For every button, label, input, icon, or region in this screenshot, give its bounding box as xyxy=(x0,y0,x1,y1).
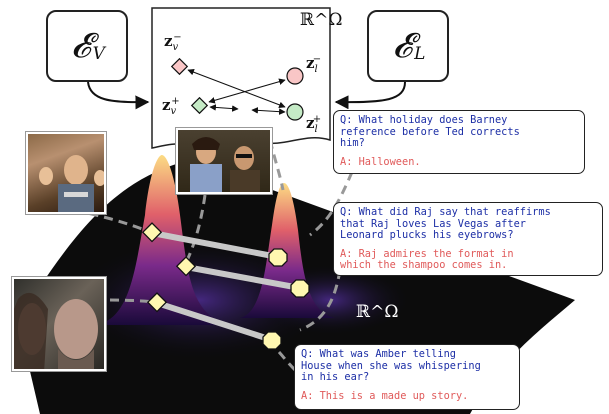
embedding-space-label: ℝ^Ω xyxy=(300,10,343,30)
pair-video-marker-2 xyxy=(175,256,197,277)
pair-bar-3 xyxy=(156,300,273,343)
density-peak-left xyxy=(95,155,230,325)
z-l-minus-label: zl− xyxy=(306,54,322,75)
language-encoder-symbol: 𝓔 xyxy=(392,26,413,66)
qa-card-1-answer: A: Halloween. xyxy=(340,155,421,168)
thumbnail-scene-2 xyxy=(190,137,260,192)
video-thumbnail-1 xyxy=(26,132,106,214)
thumbnail-scene-1 xyxy=(39,155,104,212)
pair-bar-1 xyxy=(151,230,279,260)
pair-video-marker-1 xyxy=(141,222,163,243)
z-l-minus-marker xyxy=(286,67,304,85)
video-encoder-symbol: 𝓔 xyxy=(71,26,91,66)
pair-bar-2 xyxy=(185,264,301,291)
qa-card-2-question: Q: What did Raj say that reaffirms that … xyxy=(340,206,551,242)
z-l-plus-label: zl+ xyxy=(306,114,322,135)
manifold-space-label: ℝ^Ω xyxy=(356,302,399,322)
arrow-video-encoder xyxy=(87,81,150,110)
pair-language-marker-2 xyxy=(290,279,310,298)
qa-card-2: Q: What did Raj say that reaffirms that … xyxy=(333,202,603,276)
pair-video-marker-3 xyxy=(146,292,168,313)
arrow-language-encoder xyxy=(334,81,406,110)
z-v-plus-label: zv+ xyxy=(162,96,180,117)
qa-card-1-question: Q: What holiday does Barney reference be… xyxy=(340,114,520,150)
video-thumbnail-2 xyxy=(176,128,272,194)
z-l-plus-marker xyxy=(286,103,304,121)
video-encoder-subscript: V xyxy=(92,44,105,64)
arrow-positive-pair-b xyxy=(251,107,286,115)
arrow-positive-pair xyxy=(209,104,239,112)
qa-card-3-answer: A: This is a made up story. xyxy=(301,389,469,402)
pair-language-marker-1 xyxy=(268,248,288,267)
qa-card-2-answer: A: Raj admires the format in which the s… xyxy=(340,247,514,272)
language-encoder-subscript: L xyxy=(414,44,426,64)
video-thumbnail-3 xyxy=(12,277,106,371)
thumbnail-scene-3 xyxy=(14,292,98,369)
z-v-minus-label: zv− xyxy=(164,32,182,53)
qa-card-3-question: Q: What was Amber telling House when she… xyxy=(301,348,481,384)
pair-language-marker-3 xyxy=(262,331,282,350)
arrow-zv-plus-to-zl-minus xyxy=(208,78,286,104)
z-v-minus-marker xyxy=(170,57,189,76)
dashed-link-card1 xyxy=(309,171,354,237)
qa-card-3: Q: What was Amber telling House when she… xyxy=(294,344,520,410)
dashed-link-card2 xyxy=(299,269,342,332)
qa-card-1: Q: What holiday does Barney reference be… xyxy=(333,110,585,174)
